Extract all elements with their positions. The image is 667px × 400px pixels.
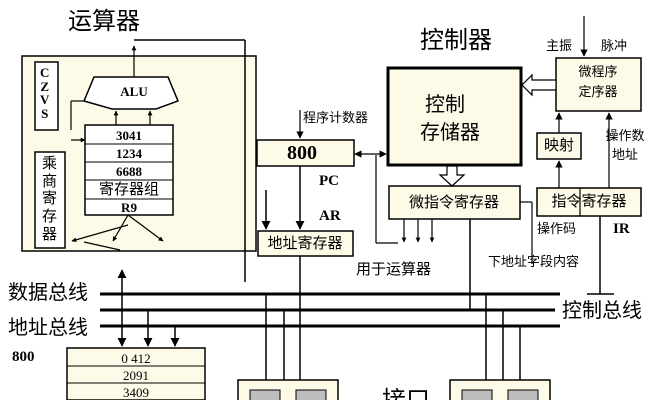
operand-address-line2: 地址	[611, 148, 639, 163]
register-2: 6688	[116, 164, 142, 179]
sequencer-box	[555, 57, 642, 112]
flags-box	[34, 61, 59, 131]
sequencer-line1: 微程序	[578, 65, 618, 80]
address-register-label: 地址寄存器	[267, 234, 343, 252]
memory-address-label: 800	[12, 349, 35, 365]
ir-label: IR	[613, 221, 630, 237]
pc-label: PC	[319, 173, 339, 189]
lower-address-label: 下地址字段内容	[488, 255, 580, 270]
to-alu-label: 用于运算器	[356, 260, 432, 278]
register-0: 3041	[116, 128, 142, 143]
alu-label: ALU	[120, 84, 148, 99]
sequencer-line2: 定序器	[578, 85, 618, 100]
flag-v: V	[40, 92, 50, 108]
control-bus-label: 控制总线	[562, 298, 642, 322]
mul-div-register-box	[34, 151, 66, 249]
register-1: 1234	[116, 146, 142, 161]
flag-s: S	[41, 105, 49, 121]
flags-label: C Z V S	[40, 66, 49, 121]
control-store-line1: 控制	[425, 92, 465, 116]
arithmetic-unit-title: 运算器	[68, 7, 140, 35]
instruction-register-box	[536, 187, 642, 217]
r9-label: R9	[121, 200, 137, 215]
operand-address-line1: 操作数	[605, 129, 645, 144]
memory-cell-1: 2091	[123, 368, 149, 383]
control-store-box	[386, 66, 523, 167]
mul-div-register-label: 乘 商 寄 存 器	[42, 154, 58, 243]
mapping-label: 映射	[543, 136, 575, 154]
opcode-label: 操作码	[537, 222, 577, 237]
main-clock-label: 主振	[546, 39, 573, 54]
pulse-label: 脉冲	[601, 39, 628, 54]
pc-caption: 程序计数器	[303, 111, 369, 126]
interface-title: 接口	[382, 386, 430, 400]
ar-label: AR	[319, 208, 341, 224]
memory-cell-0: 0 412	[121, 351, 151, 366]
control-store-line2: 存储器	[420, 120, 480, 144]
flag-z: Z	[40, 78, 50, 94]
register-group-label: 寄存器组	[98, 180, 160, 198]
data-bus-label: 数据总线	[8, 280, 88, 304]
address-register-box	[257, 230, 354, 257]
register-group-box	[84, 124, 174, 216]
memory-cell-2: 3409	[123, 385, 149, 400]
flag-c: C	[40, 65, 50, 80]
controller-title: 控制器	[420, 26, 492, 54]
micro-ir-label: 微指令寄存器	[408, 193, 500, 211]
address-bus-label: 地址总线	[8, 315, 88, 339]
instruction-register-label: 指令寄存器	[551, 192, 627, 210]
pc-value: 800	[287, 142, 317, 164]
program-counter-box	[256, 139, 355, 167]
memory-box	[66, 347, 206, 400]
micro-instruction-register-box	[388, 185, 521, 220]
